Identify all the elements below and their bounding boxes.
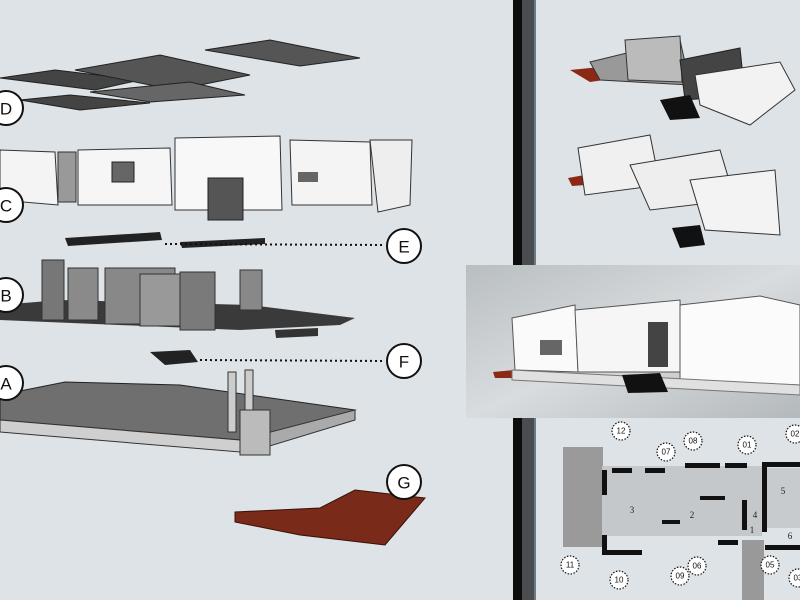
callout-07: 07 [662, 448, 671, 457]
svg-text:G: G [397, 474, 410, 493]
room-2: 2 [690, 510, 695, 520]
callout-09: 09 [676, 572, 685, 581]
layer-g-terrace [234, 489, 426, 546]
svg-text:F: F [399, 353, 409, 372]
svg-text:A: A [0, 375, 12, 394]
label-c: C [0, 187, 24, 223]
svg-text:D: D [0, 100, 12, 119]
room-1: 1 [750, 525, 755, 535]
label-g: G [386, 464, 422, 500]
label-a: A [0, 365, 24, 401]
svg-text:E: E [398, 238, 409, 257]
model-view-middle [568, 134, 781, 248]
callout-01: 01 [743, 441, 752, 450]
svg-text:C: C [0, 197, 12, 216]
svg-text:B: B [0, 287, 11, 306]
layer-d-roofs [0, 39, 361, 111]
label-b: B [0, 277, 24, 313]
layer-e-beams [65, 232, 386, 248]
floor-plan: 3 2 1 4 5 6 01 02 03 05 06 07 08 09 10 1… [560, 421, 800, 600]
model-view-top [570, 35, 796, 126]
callout-08: 08 [689, 437, 698, 446]
layer-a-foundation [0, 369, 357, 456]
label-e: E [386, 228, 422, 264]
callout-12: 12 [617, 427, 626, 436]
callout-05: 05 [766, 561, 775, 570]
callout-10: 10 [615, 576, 624, 585]
callout-11: 11 [566, 561, 575, 570]
layer-c-upper-volumes [0, 135, 413, 221]
room-6: 6 [788, 531, 793, 541]
callout-02: 02 [791, 430, 800, 439]
layer-b-walls [0, 259, 355, 338]
room-5: 5 [781, 486, 786, 496]
label-f: F [386, 343, 422, 379]
render-panel [466, 265, 800, 418]
room-4: 4 [753, 510, 758, 520]
callout-03: 03 [794, 574, 800, 583]
label-d: D [0, 90, 24, 126]
callout-06: 06 [693, 562, 702, 571]
layer-f-stairs [150, 350, 386, 365]
room-3: 3 [630, 505, 635, 515]
